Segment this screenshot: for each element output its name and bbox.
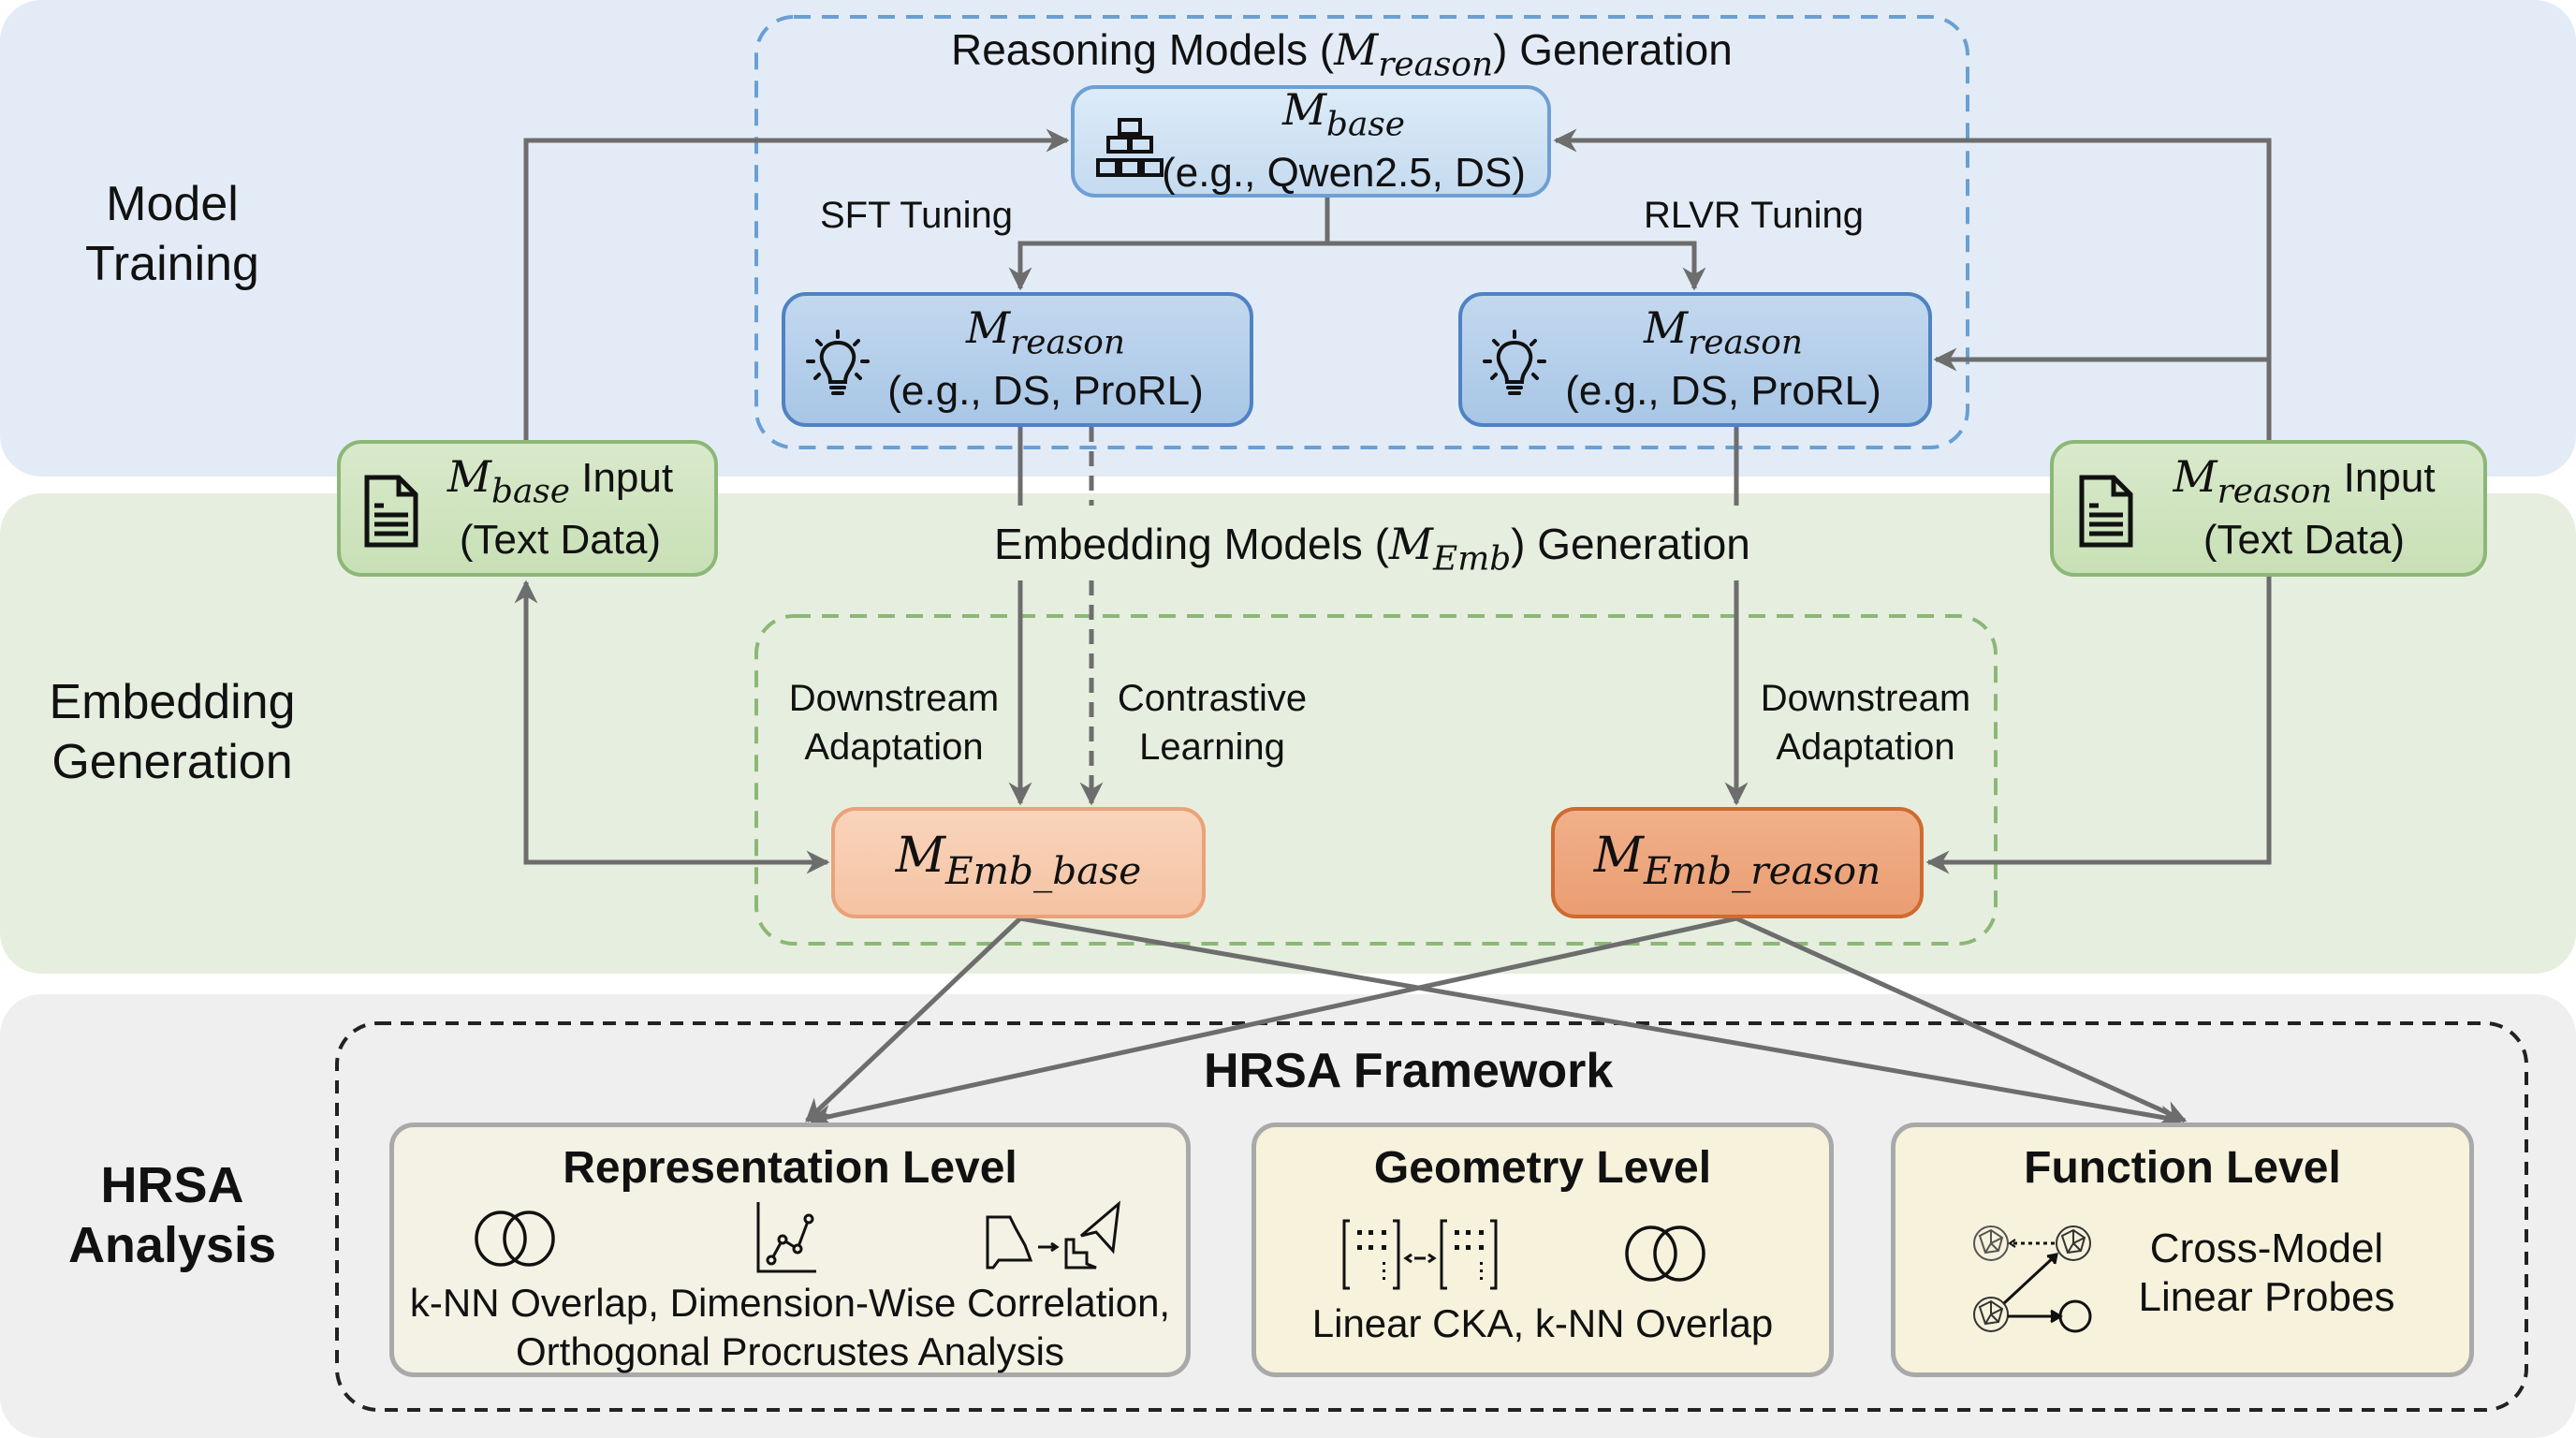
lightbulb-icon <box>1483 330 1546 395</box>
document-icon <box>2079 475 2133 548</box>
math-base: M <box>1593 827 1645 884</box>
rlvr-tuning-label: RLVR Tuning <box>1644 195 1864 236</box>
function-level-desc: Cross-Model Linear Probes <box>2083 1225 2451 1322</box>
m-base-input-caption: (Text Data) <box>459 517 662 564</box>
title-text: ) Generation <box>1511 520 1750 568</box>
math-sub: base <box>491 472 570 511</box>
hrsa-framework-title: HRSA Framework <box>1204 1044 1614 1098</box>
embedding-generation-label: Embedding Generation <box>13 672 331 792</box>
network-probe-icon <box>1973 1225 2092 1333</box>
m-reason-input-title: Mreason Input <box>2173 452 2435 516</box>
function-level-title: Function Level <box>2024 1143 2341 1193</box>
representation-level-desc: k-NN Overlap, Dimension-Wise Correlation… <box>394 1279 1186 1376</box>
m-reason-sft-node[interactable]: Mreason (e.g., DS, ProRL) <box>782 292 1253 427</box>
label-line: Model <box>106 177 239 231</box>
downstream-adaptation-left-label: Downstream Adaptation <box>777 674 1011 771</box>
math-sub: reason <box>2217 472 2333 511</box>
m-reason-input-node[interactable]: Mreason Input (Text Data) <box>2050 440 2487 577</box>
m-reason-caption: (e.g., DS, ProRL) <box>887 368 1204 415</box>
contrastive-learning-label: Contrastive Learning <box>1105 674 1320 771</box>
desc-line: Linear Probes <box>2138 1274 2395 1320</box>
m-emb-reason-node[interactable]: MEmb_reason <box>1551 807 1924 918</box>
m-base-text: Mbase (e.g., Qwen2.5, DS) <box>1162 85 1526 198</box>
m-reason-rlvr-text: Mreason (e.g., DS, ProRL) <box>1565 303 1881 416</box>
geometry-level-box[interactable]: Geometry Level Linear CKA, k-NN Overlap <box>1251 1123 1834 1377</box>
title-text: ) Generation <box>1493 25 1733 74</box>
desc-line: Orthogonal Procrustes Analysis <box>516 1329 1064 1373</box>
math-base: M <box>446 450 491 502</box>
sft-tuning-label: SFT Tuning <box>820 195 1014 236</box>
m-reason-rlvr-node[interactable]: Mreason (e.g., DS, ProRL) <box>1458 292 1932 427</box>
blocks-pyramid-icon <box>1096 118 1164 177</box>
label-line: Adaptation <box>804 726 984 768</box>
input-suffix: Input <box>2332 454 2436 501</box>
math-sub: reason <box>1010 323 1125 362</box>
m-reason-input-text: Mreason Input (Text Data) <box>2173 452 2435 565</box>
desc-line: Cross-Model <box>2149 1225 2384 1271</box>
m-reason-input-caption: (Text Data) <box>2203 517 2406 564</box>
model-training-label: Model Training <box>13 174 331 294</box>
m-base-input-title: Mbase Input <box>447 452 673 516</box>
function-level-box[interactable]: Function Level Cross-Model Linear Probes <box>1891 1123 2474 1377</box>
title-text: Embedding Models ( <box>994 520 1389 568</box>
m-emb-base-node[interactable]: MEmb_base <box>831 807 1206 918</box>
label-line: Contrastive <box>1117 678 1308 719</box>
m-reason-symbol: Mreason <box>887 303 1203 367</box>
math-base: M <box>966 301 1011 353</box>
representation-level-title: Representation Level <box>563 1143 1017 1193</box>
math-base: M <box>1334 24 1379 75</box>
m-base-symbol: Mbase <box>1162 85 1526 149</box>
math-base: M <box>895 827 946 884</box>
label-line: Embedding <box>49 675 296 729</box>
line-chart-icon <box>756 1202 816 1273</box>
m-reason-symbol: Mreason <box>1565 303 1881 367</box>
geometry-level-desc: Linear CKA, k-NN Overlap <box>1311 1301 1774 1345</box>
m-base-node[interactable]: Mbase (e.g., Qwen2.5, DS) <box>1071 85 1551 198</box>
m-base-input-node[interactable]: Mbase Input (Text Data) <box>337 440 718 577</box>
procrustes-shapes-icon <box>986 1200 1120 1269</box>
label-line: Downstream <box>788 678 1000 719</box>
label-line: Adaptation <box>1776 726 1955 768</box>
label-line: Generation <box>51 735 293 789</box>
math-sub: Emb <box>1433 539 1512 579</box>
math-sub: Emb_base <box>945 847 1142 893</box>
label-line: Learning <box>1139 726 1285 768</box>
title-text: Reasoning Models ( <box>951 25 1335 74</box>
label-line: Downstream <box>1760 678 1971 719</box>
math-sub: reason <box>1378 45 1494 84</box>
representation-level-box[interactable]: Representation Level k-NN Overlap, Dimen… <box>389 1123 1191 1377</box>
lightbulb-icon <box>806 330 870 395</box>
label-line: Training <box>85 237 259 291</box>
downstream-adaptation-right-label: Downstream Adaptation <box>1749 674 1983 771</box>
math-base: M <box>2173 450 2217 502</box>
matrix-compare-icon <box>1342 1219 1498 1290</box>
label-line: HRSA <box>100 1157 244 1213</box>
venn-circles-icon <box>1625 1225 1705 1282</box>
desc-line: k-NN Overlap, Dimension-Wise Correlation… <box>409 1281 1171 1325</box>
geometry-level-title: Geometry Level <box>1373 1143 1712 1193</box>
m-reason-sft-text: Mreason (e.g., DS, ProRL) <box>887 303 1203 416</box>
hrsa-analysis-label: HRSA Analysis <box>13 1155 331 1275</box>
math-sub: base <box>1326 105 1406 144</box>
m-reason-caption: (e.g., DS, ProRL) <box>1565 368 1881 415</box>
m-emb-reason-symbol: MEmb_reason <box>1594 831 1881 895</box>
math-sub: reason <box>1688 323 1803 362</box>
math-sub: Emb_reason <box>1644 847 1881 893</box>
math-base: M <box>1644 301 1689 353</box>
math-base: M <box>1281 83 1327 135</box>
m-base-caption: (e.g., Qwen2.5, DS) <box>1162 150 1526 197</box>
document-icon <box>364 475 418 548</box>
label-line: Analysis <box>67 1217 277 1273</box>
m-emb-base-symbol: MEmb_base <box>896 831 1141 895</box>
math-base: M <box>1388 519 1433 569</box>
title-math: MEmb <box>1388 519 1511 578</box>
title-math: Mreason <box>1334 24 1493 83</box>
embedding-models-title: Embedding Models (MEmb) Generation <box>988 519 1756 579</box>
venn-circles-icon <box>475 1211 555 1267</box>
input-suffix: Input <box>570 454 674 501</box>
reasoning-models-title: Reasoning Models (Mreason) Generation <box>951 24 1733 83</box>
m-base-input-text: Mbase Input (Text Data) <box>447 452 673 565</box>
